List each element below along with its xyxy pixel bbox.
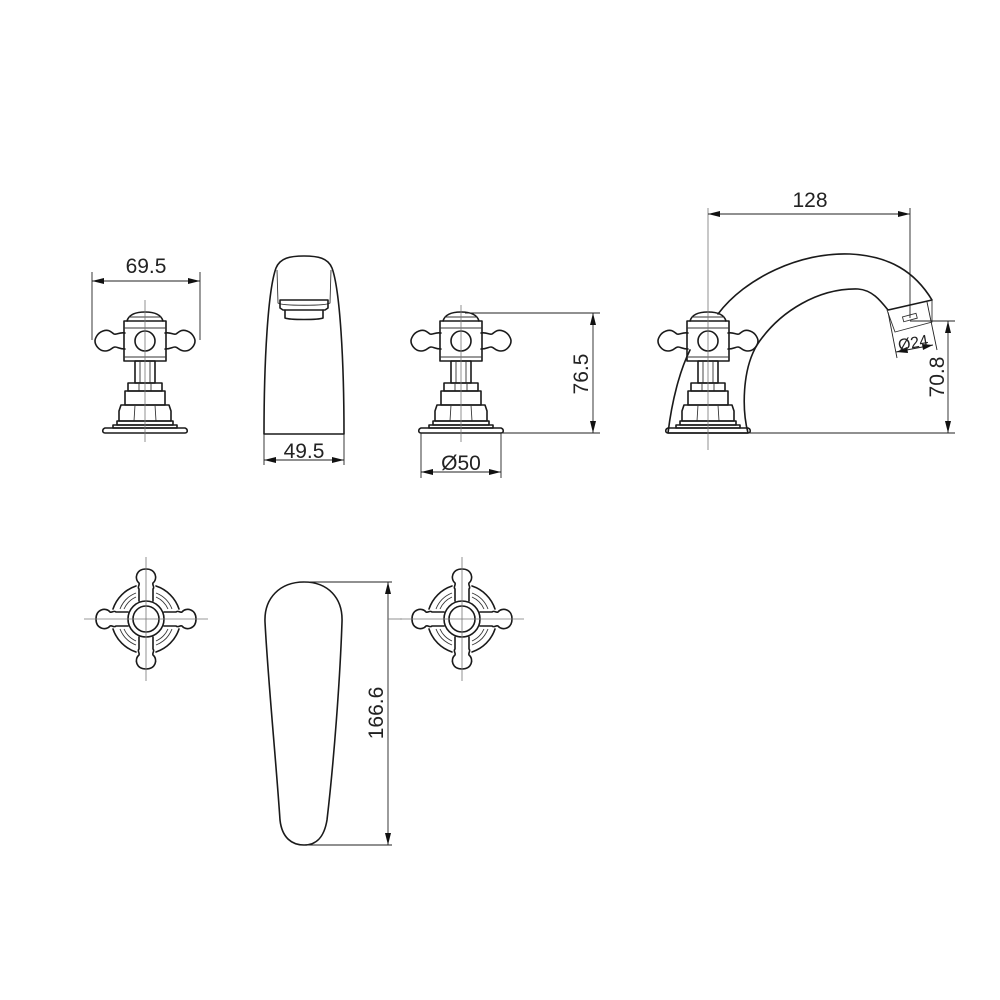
dim-base-diameter: Ø50 — [441, 452, 481, 475]
dim-handle-width: 69.5 — [126, 255, 167, 278]
dim-outlet-height: 70.8 — [926, 357, 949, 398]
spout-top-view — [264, 581, 402, 846]
dim-outlet-diameter: Ø24 — [897, 333, 930, 355]
dim-spout-width: 49.5 — [284, 440, 325, 463]
spout-front-view — [263, 255, 345, 465]
handle-top-view-left — [83, 556, 209, 682]
handle-top-view-right — [399, 556, 525, 682]
dim-handle-height: 76.5 — [570, 354, 593, 395]
spout-side-view — [657, 208, 955, 450]
handle-front-view — [91, 272, 201, 442]
dim-spout-reach: 128 — [792, 189, 827, 212]
handle-side-view — [410, 305, 600, 478]
dim-spout-length: 166.6 — [365, 687, 388, 740]
